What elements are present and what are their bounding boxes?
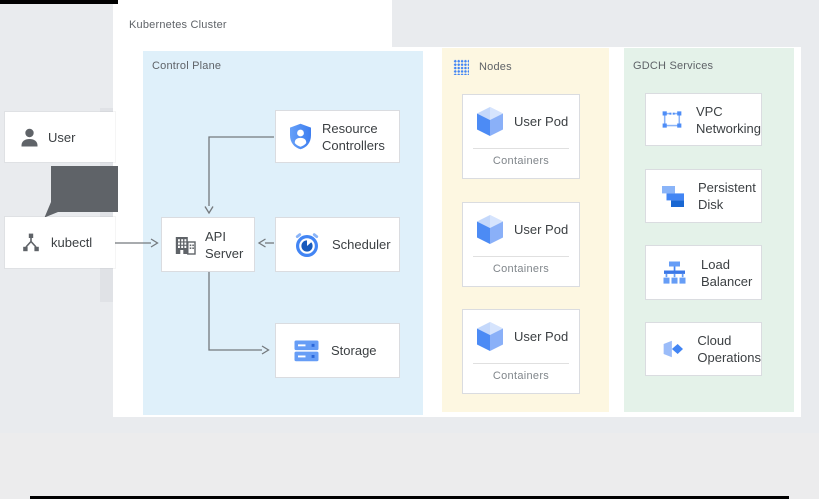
persistent-disk-label: Persistent Disk — [698, 180, 756, 212]
load-balancer-icon — [663, 261, 686, 284]
vpc-networking-label: VPC Networking — [695, 103, 761, 136]
scheduler-label: Scheduler — [332, 237, 391, 252]
api-server-box: API Server — [161, 217, 255, 272]
kubectl-box: kubectl — [5, 217, 115, 268]
gdch-services-label: GDCH Services — [633, 60, 714, 72]
footer-background — [0, 433, 819, 499]
pod-cube-icon — [477, 214, 503, 244]
control-plane-label: Control Plane — [152, 60, 222, 72]
pod-row: User Pod — [463, 310, 579, 362]
vpc-networking-box: VPC Networking — [645, 93, 762, 146]
cluster-label: Kubernetes Cluster — [129, 19, 227, 31]
user-pod-box: User Pod Containers — [462, 309, 580, 394]
api-server-label: API Server — [205, 228, 244, 261]
resource-controllers-box: Resource Controllers — [275, 110, 400, 163]
cloud-operations-icon — [663, 340, 683, 358]
user-box: User — [5, 112, 115, 162]
pod-row: User Pod — [463, 203, 579, 255]
pod-label: User Pod — [514, 221, 569, 237]
user-pod-box: User Pod Containers — [462, 94, 580, 179]
pod-divider — [473, 363, 569, 364]
cluster-container-tab — [113, 0, 392, 47]
pod-label: User Pod — [514, 328, 569, 344]
vpc-networking-icon — [662, 111, 682, 128]
building-icon — [175, 236, 196, 255]
containers-label: Containers — [492, 370, 550, 382]
pod-divider — [473, 256, 569, 257]
persistent-disk-icon — [662, 185, 684, 207]
containers-label: Containers — [492, 263, 550, 275]
pod-label: User Pod — [514, 113, 569, 129]
load-balancer-box: Load Balancer — [645, 245, 762, 300]
top-edge-black-bar — [0, 0, 118, 4]
pod-cube-icon — [477, 106, 503, 136]
storage-label: Storage — [331, 343, 377, 358]
user-label: User — [48, 129, 76, 145]
pod-cube-icon — [477, 321, 503, 351]
shield-person-icon — [290, 123, 311, 150]
person-icon — [21, 128, 38, 146]
storage-box: Storage — [275, 323, 400, 378]
kubectl-icon — [23, 233, 39, 252]
cloud-operations-box: Cloud Operations — [645, 322, 762, 376]
load-balancer-label: Load Balancer — [701, 256, 753, 289]
storage-disks-icon — [294, 340, 319, 361]
pod-row: User Pod — [463, 95, 579, 147]
scheduler-box: Scheduler — [275, 217, 400, 272]
containers-label: Containers — [492, 155, 550, 167]
pod-divider — [473, 148, 569, 149]
resource-controllers-label: Resource Controllers — [322, 120, 385, 153]
nodes-header: Nodes — [453, 59, 512, 75]
kubectl-label: kubectl — [51, 235, 93, 250]
user-pod-box: User Pod Containers — [462, 202, 580, 287]
nodes-label: Nodes — [479, 61, 512, 73]
persistent-disk-box: Persistent Disk — [645, 169, 762, 223]
bottom-edge-black-bar — [30, 496, 789, 499]
cloud-operations-label: Cloud Operations — [697, 333, 761, 365]
clock-icon — [295, 232, 319, 257]
dot-grid-icon — [453, 59, 469, 75]
